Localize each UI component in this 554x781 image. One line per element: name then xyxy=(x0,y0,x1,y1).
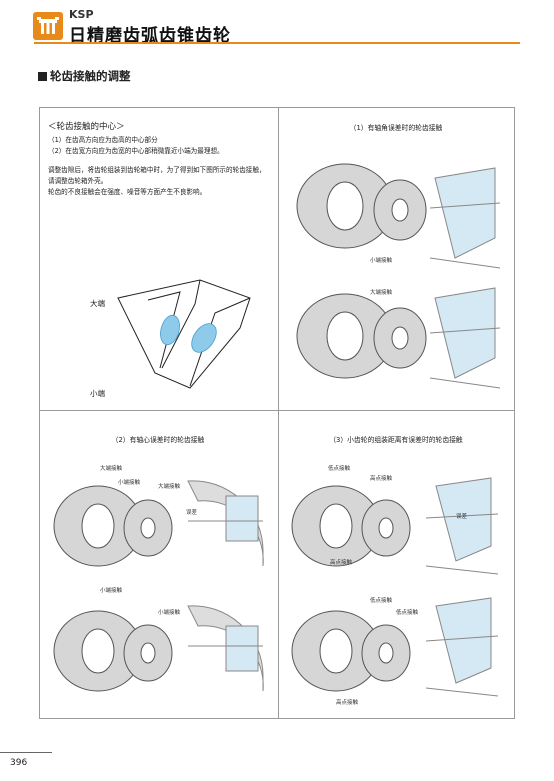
page-header: KSP 日精磨齿弧齿锥齿轮 xyxy=(0,0,554,48)
panel-3-label-f: 低点接触 xyxy=(396,610,419,616)
diagram-grid: ＜轮齿接触的中心＞ （1）在齿高方向应为齿高的中心部分 （2）在齿宽方向应为齿宽… xyxy=(39,107,515,719)
panel-3-label-a: 低点接触 xyxy=(328,466,351,472)
panel-2-label-b: 小端接触 xyxy=(118,480,141,486)
panel-2-label-a: 大端接触 xyxy=(100,466,123,472)
product-title: 日精磨齿弧齿锥齿轮 xyxy=(69,26,231,46)
intro-paragraph-2: 轮齿的不良接触会在强度、噪音等方面产生不良影响。 xyxy=(48,188,207,196)
intro-heading: ＜轮齿接触的中心＞ xyxy=(48,122,125,132)
big-end-label: 大端 xyxy=(90,299,105,308)
panel-1-gear-figure xyxy=(296,163,501,389)
panel-3-caption: （3）小齿轮的组装距离有误差时的轮齿接触 xyxy=(329,436,463,444)
intro-item-1: （1）在齿高方向应为齿高的中心部分 xyxy=(48,136,158,144)
panel-3-gear-figure xyxy=(291,477,499,697)
header-divider xyxy=(34,42,520,44)
panel-1-label-b: 大端接触 xyxy=(370,290,393,296)
section-title: 轮齿接触的调整 xyxy=(38,68,131,84)
panel-3-label-c: 高点接触 xyxy=(330,560,353,566)
panel-2-label-f: 误差 xyxy=(186,510,198,516)
panel-2-gear-figure xyxy=(53,480,264,692)
brand-name: KSP xyxy=(69,8,94,21)
panel-3-label-d: 低点接触 xyxy=(370,598,393,604)
panel-3-label-e: 高点接触 xyxy=(336,700,359,706)
square-bullet-icon xyxy=(38,72,47,81)
intro-paragraph-1: 调整齿隙后，将齿轮组装到齿轮箱中时，为了得到如下图所示的轮齿接触，请调整齿轮箱外… xyxy=(48,166,266,185)
panel-2-label-d: 小端接触 xyxy=(100,588,123,594)
panel-3-label-g: 误差 xyxy=(456,514,468,520)
panel-1-caption: （1）有轴角误差时的轮齿接触 xyxy=(349,124,443,132)
panel-2-label-c: 大端接触 xyxy=(158,484,181,490)
intro-item-2: （2）在齿宽方向应为齿宽的中心部稍微靠近小端为最理想。 xyxy=(48,147,224,155)
page-number: 396 xyxy=(10,758,28,768)
intro-text: ＜轮齿接触的中心＞ （1）在齿高方向应为齿高的中心部分 （2）在齿宽方向应为齿宽… xyxy=(48,122,270,198)
grid-divider-vertical xyxy=(278,108,279,718)
panel-2-caption: （2）有轴心误差时的轮齿接触 xyxy=(111,436,205,444)
panel-3-label-b: 高点接触 xyxy=(370,476,393,482)
page-number-rule xyxy=(0,752,52,753)
grid-divider-horizontal xyxy=(40,410,514,411)
panel-2-label-e: 小端接触 xyxy=(158,610,181,616)
tooth-contact-diagram xyxy=(117,279,251,389)
gear-logo-icon xyxy=(33,12,63,40)
panel-1-label-a: 小端接触 xyxy=(370,258,393,264)
small-end-label: 小端 xyxy=(90,389,105,398)
